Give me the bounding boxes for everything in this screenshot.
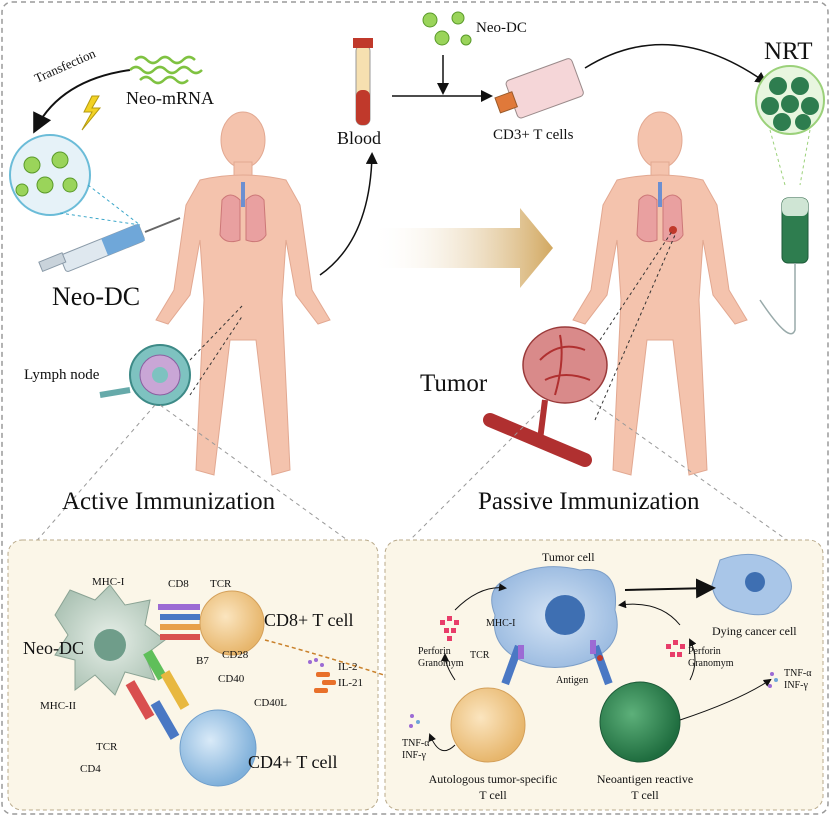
cd8-t-cell — [199, 590, 265, 656]
syringe-icon — [38, 217, 181, 273]
neo-dc-small-icon — [422, 11, 472, 46]
neo-dc-cell — [54, 584, 166, 696]
nrt-label: NRT — [764, 38, 813, 65]
neoantigen-t-cell — [599, 681, 681, 763]
cd8-t-cell-label: CD8+ T cell — [264, 610, 354, 630]
tcr-right-label: TCR — [470, 650, 490, 661]
flask-to-nrt-arrow — [584, 43, 768, 84]
granzyme-left-label: Granomym — [418, 658, 464, 669]
cytokine-right-icon — [768, 672, 778, 688]
neoantigen-label-line1: Neoantigen reactive — [596, 772, 694, 786]
il21-label: IL-21 — [338, 677, 364, 689]
active-immunization-label: Active Immunization — [62, 488, 276, 515]
cd4-t-cell-label: CD4+ T cell — [248, 752, 338, 772]
tcr-bottom-label: TCR — [96, 741, 118, 753]
il2-label: IL-2 — [338, 661, 358, 673]
inf-right-label: INF-γ — [784, 680, 808, 691]
lightning-icon — [81, 95, 102, 131]
dying-cancer-cell-label: Dying cancer cell — [712, 624, 797, 638]
perforin-right-label: Perforin — [688, 646, 721, 657]
right-human-body — [572, 111, 748, 476]
perforin-left-label: Perforin — [418, 646, 451, 657]
neo-mrna-label: Neo-mRNA — [126, 88, 214, 108]
tumor-cell-label: Tumor cell — [542, 550, 595, 564]
mhc-ii-label: MHC-II — [40, 700, 77, 712]
tumor-nucleus — [545, 595, 585, 635]
cd4-t-cell — [179, 709, 257, 787]
autologous-t-cell — [450, 687, 526, 763]
cd3-t-cells-label: CD3+ T cells — [493, 127, 574, 143]
cd4-label: CD4 — [80, 763, 101, 775]
lymph-node-icon — [99, 344, 191, 406]
autologous-label-line2: T cell — [479, 788, 507, 802]
transfection-arrow — [33, 69, 131, 134]
iv-bag-icon — [759, 197, 809, 335]
cytokine-left-icon — [409, 714, 420, 728]
body-to-blood-arrow — [319, 152, 378, 276]
cd40-label: CD40 — [218, 673, 245, 685]
kill-arrow — [624, 578, 716, 599]
left-lungs — [219, 182, 267, 243]
tumor-label: Tumor — [420, 370, 488, 397]
receptor-stack — [125, 604, 200, 740]
lymph-node-label: Lymph node — [24, 367, 100, 383]
mhc-i-right-label: MHC-I — [486, 618, 516, 629]
nrt-cells-icon — [755, 65, 825, 135]
perforin-left-icon — [440, 616, 459, 641]
passive-immunization-label: Passive Immunization — [478, 488, 700, 515]
tumor-icon — [483, 326, 608, 467]
passive-direction-arrow — [370, 208, 553, 288]
neo-dc-large-label: Neo-DC — [52, 282, 141, 311]
cd8-label: CD8 — [168, 578, 189, 590]
cell-culture-flask-icon — [494, 58, 584, 119]
il-cytokines-icon — [314, 672, 336, 693]
tnf-right-label: TNF-α — [784, 668, 812, 679]
b7-label: B7 — [196, 655, 209, 667]
left-human-body — [155, 111, 331, 476]
perforin-right-icon — [666, 640, 685, 657]
dc-inset-icon — [9, 134, 91, 216]
cd40l-label: CD40L — [254, 697, 287, 709]
tnf-left-label: TNF-α — [402, 738, 430, 749]
mrna-icon — [129, 55, 203, 85]
blood-label: Blood — [337, 128, 382, 148]
inf-left-label: INF-γ — [402, 750, 426, 761]
tcr-top-label: TCR — [210, 578, 232, 590]
autologous-label-line1: Autologous tumor-specific — [428, 772, 558, 786]
blood-tube-icon — [353, 38, 373, 126]
granzyme-right-label: Granomym — [688, 658, 734, 669]
cd28-label: CD28 — [222, 649, 249, 661]
antigen-label: Antigen — [556, 675, 589, 686]
mhc-i-label: MHC-I — [92, 576, 125, 588]
right-lungs — [636, 182, 684, 243]
dc-inset-connector — [87, 184, 141, 226]
tcr-mhc-right — [590, 640, 613, 686]
tcr-mhc-left — [501, 644, 524, 686]
il-cytokines-purple-icon — [308, 658, 324, 667]
neo-dc-panel-label: Neo-DC — [23, 638, 84, 658]
neoantigen-label-line2: T cell — [631, 788, 659, 802]
neo-dc-small-label: Neo-DC — [476, 20, 527, 36]
